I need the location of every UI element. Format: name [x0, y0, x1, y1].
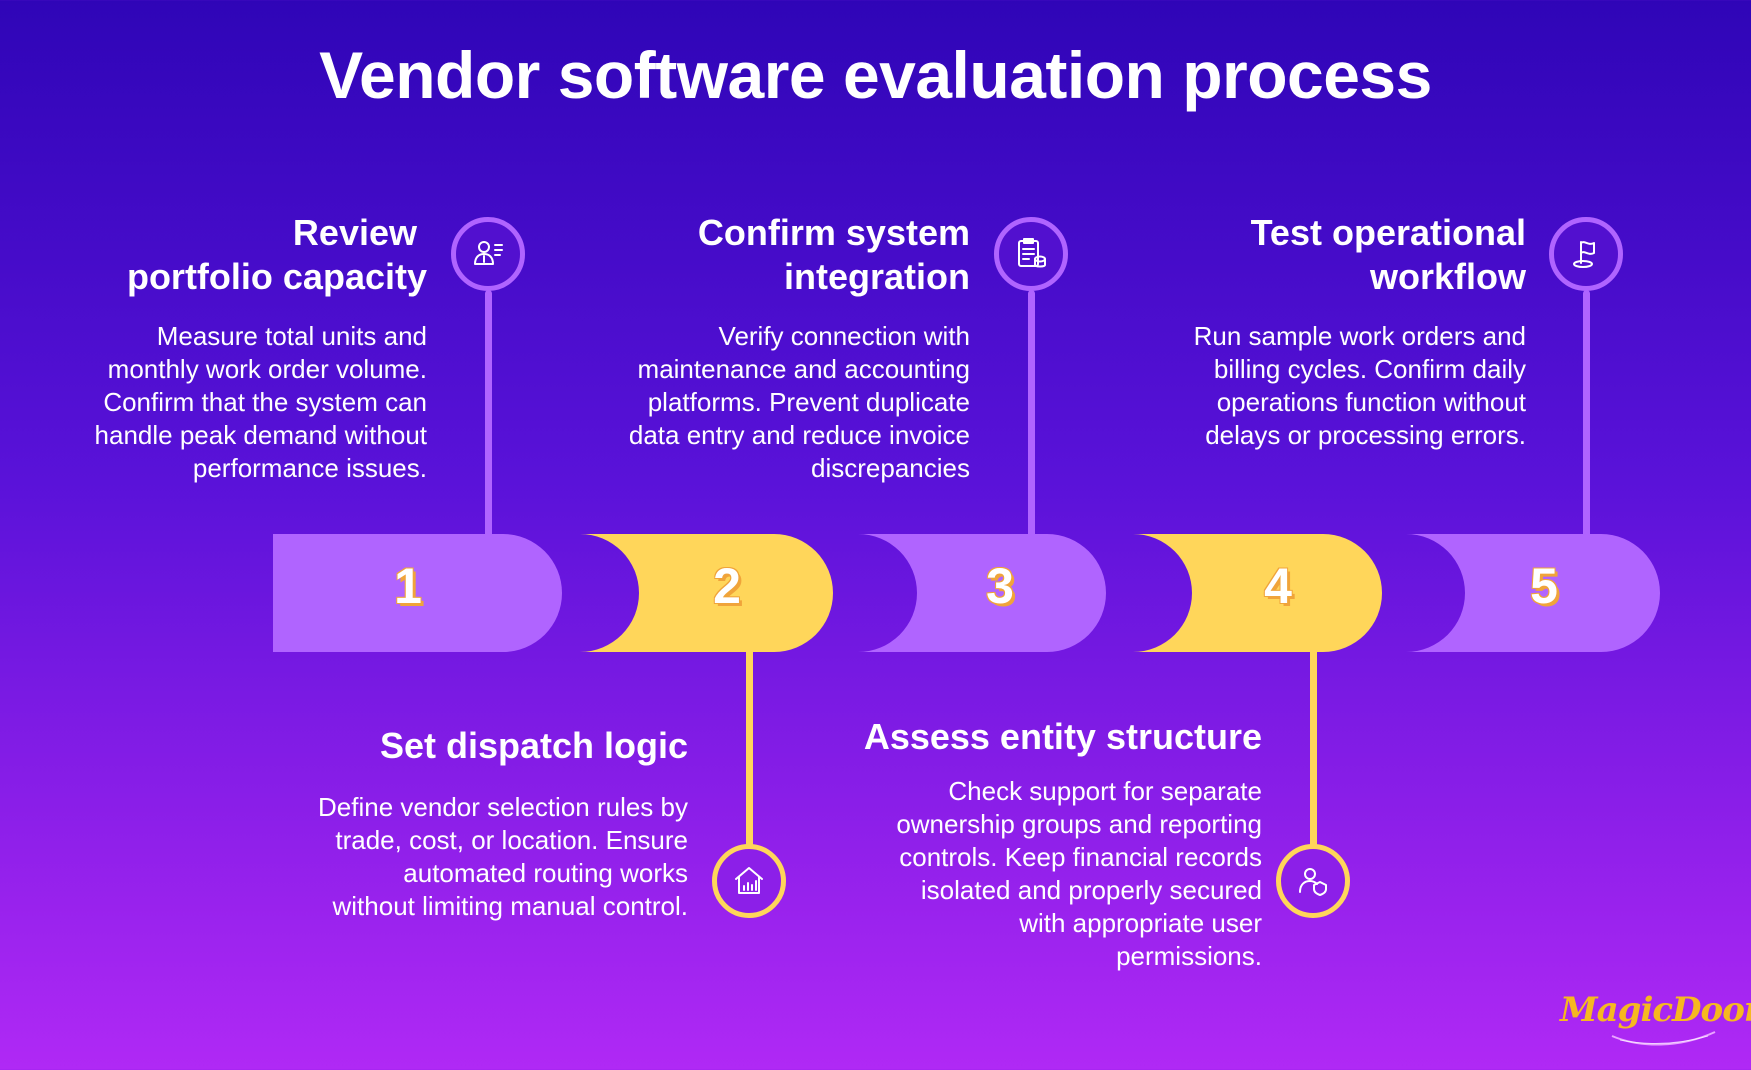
- step-1-description: Measure total units and monthly work ord…: [94, 321, 427, 483]
- step-4-number: 4: [1264, 558, 1292, 614]
- step-2-icon-badge: [712, 844, 786, 918]
- step-5-number: 5: [1530, 558, 1558, 614]
- step-3-description: Verify connection with maintenance and a…: [628, 321, 970, 483]
- step-1-number: 1: [394, 558, 422, 614]
- step-5-connector: [1583, 290, 1590, 540]
- logo-swoosh: [1611, 1031, 1716, 1046]
- step-4-heading: Assess entity structure: [863, 716, 1262, 757]
- step-5-arrow: [1395, 534, 1660, 652]
- step-5-description: Run sample work orders and billing cycle…: [1193, 321, 1526, 450]
- step-3-icon-badge: [994, 217, 1068, 291]
- house-chart-icon: [735, 867, 763, 894]
- step-4-icon-badge: [1276, 844, 1350, 918]
- flag-target-icon: [1573, 241, 1595, 268]
- step-5-icon-badge: [1549, 217, 1623, 291]
- step-4-description: Check support for separate ownership gro…: [896, 776, 1262, 971]
- users-shield-icon: [1299, 868, 1327, 896]
- step-2-description: Define vendor selection rules by trade, …: [318, 792, 688, 921]
- step-3-number: 3: [986, 558, 1014, 614]
- person-checklist-icon: [474, 241, 503, 265]
- step-1-connector: [485, 290, 492, 540]
- step-4-arrow: [1123, 534, 1382, 652]
- step-1-icon-badge: [451, 217, 525, 291]
- step-3-connector: [1028, 290, 1035, 540]
- step-2-heading: Set dispatch logic: [379, 725, 688, 766]
- step-3-arrow: [850, 534, 1106, 652]
- step-1-arrow: [273, 534, 562, 652]
- step-1-heading: Review portfolio capacity: [126, 212, 427, 297]
- step-2-arrow: [580, 534, 833, 652]
- magicdoor-logo: MagicDoor: [1560, 990, 1751, 1030]
- step-3-heading: Confirm system integration: [697, 212, 970, 297]
- page-title: Vendor software evaluation process: [319, 38, 1432, 112]
- document-database-icon: [1018, 238, 1046, 268]
- step-4-connector: [1310, 646, 1317, 866]
- step-2-connector: [746, 646, 753, 866]
- step-2-number: 2: [713, 558, 741, 614]
- step-5-heading: Test operational workflow: [1250, 212, 1526, 297]
